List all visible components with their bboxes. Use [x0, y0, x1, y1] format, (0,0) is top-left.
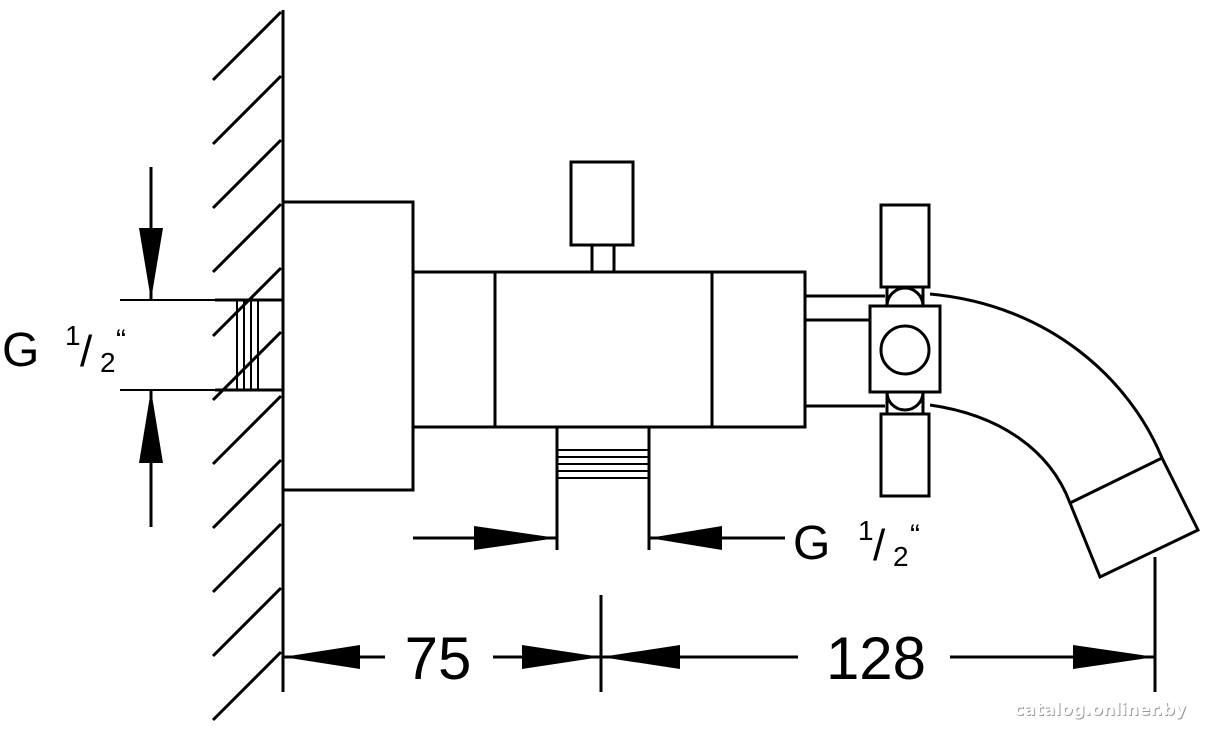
inlet-dimension-arrow-top [139, 228, 163, 300]
hatch-line [211, 74, 283, 146]
wall-hatching [211, 10, 283, 722]
inlet-dimension [120, 167, 230, 527]
hatch-line [211, 522, 283, 594]
wall-flange [281, 200, 415, 492]
inlet-pipe [215, 298, 283, 392]
inlet-thread-numerator: 1 [65, 320, 81, 351]
dim128-arrow-right [1073, 645, 1155, 669]
valve-body [411, 270, 807, 429]
dimension-128-label: 128 [826, 625, 926, 692]
watermark: catalog.onliner.by [1014, 700, 1186, 720]
hatch-line [211, 202, 283, 274]
dim75-arrow-right [522, 645, 601, 669]
inlet-thread-letter: G [2, 324, 39, 377]
hatch-line [211, 650, 283, 722]
watermark-shadow: catalog.onliner.by [1015, 701, 1187, 721]
outlet-thread-slash: / [873, 521, 886, 570]
hatch-line [211, 586, 283, 658]
dim75-arrow-left [283, 645, 360, 669]
top-knob [569, 160, 635, 274]
inlet-thread-slash: / [80, 327, 93, 376]
dimension-75-label: 75 [405, 625, 472, 692]
inlet-thread-inch-mark: “ [116, 324, 126, 357]
hatch-line [211, 10, 283, 82]
hatch-line [211, 394, 283, 466]
length-dimensions [283, 557, 1157, 692]
hatch-line [211, 458, 283, 530]
inlet-dimension-arrow-bottom [139, 390, 163, 463]
cross-handle [868, 203, 942, 498]
outlet-thread [555, 427, 651, 550]
spout [929, 292, 1201, 580]
outlet-dimension [413, 526, 785, 550]
outlet-dimension-arrow-left [474, 526, 557, 550]
hatch-line [211, 138, 283, 210]
connector-pipe [805, 294, 885, 408]
outlet-thread-letter: G [793, 517, 830, 570]
hatch-line [211, 266, 283, 338]
dim128-arrow-left [601, 645, 680, 669]
inlet-thread-denominator: 2 [100, 347, 116, 378]
outlet-thread-inch-mark: “ [910, 519, 920, 552]
wall [211, 10, 285, 722]
outlet-thread-numerator: 1 [858, 515, 874, 546]
outlet-dimension-arrow-right [649, 526, 722, 550]
outlet-thread-denominator: 2 [893, 541, 909, 572]
